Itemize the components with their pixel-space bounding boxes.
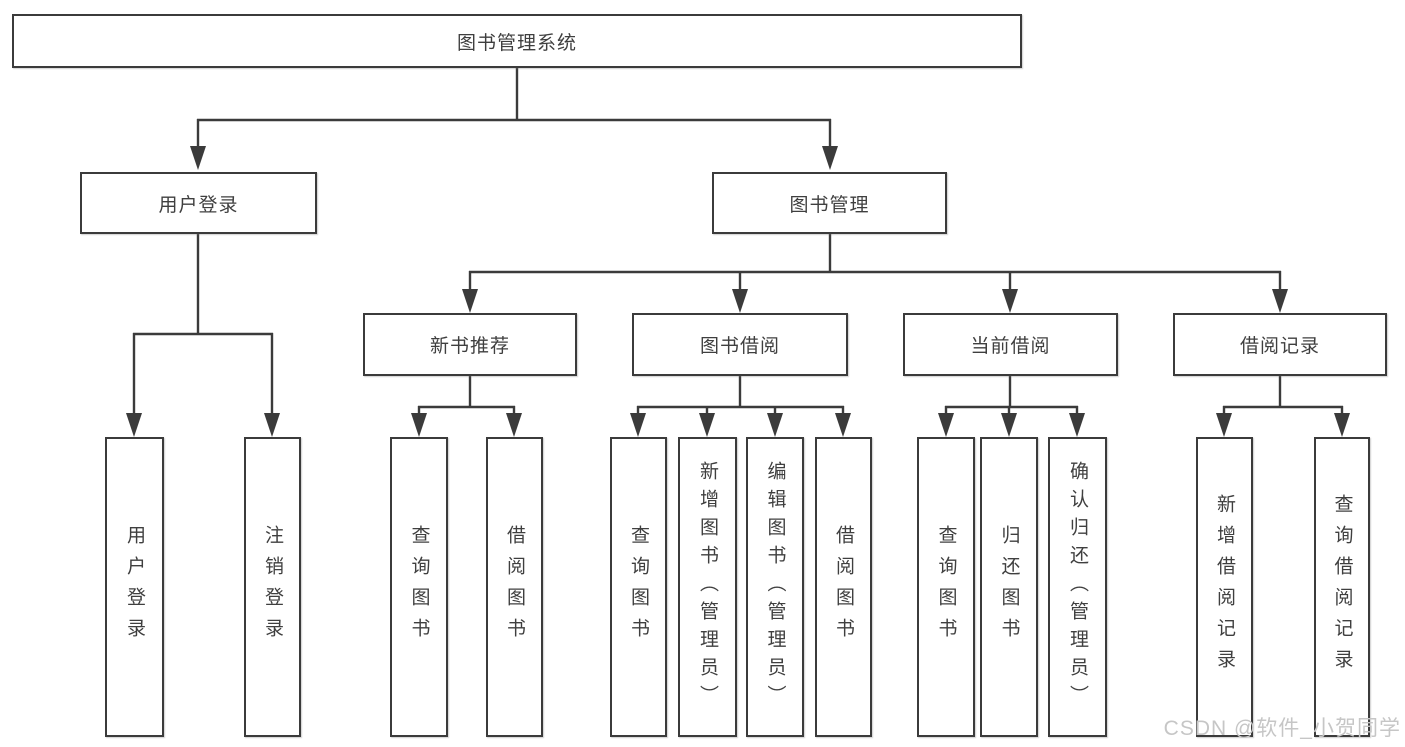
leaf-borrow-borrow-books-label: 借阅图书: [833, 525, 854, 649]
branch-book-borrowing: [630, 376, 851, 437]
leaf-records-query-record: 查询借阅记录: [1314, 437, 1370, 737]
leaf-current-query-books: 查询图书: [917, 437, 975, 737]
leaf-current-return-books: 归还图书: [980, 437, 1038, 737]
node-book-management-label: 图书管理: [789, 194, 870, 216]
leaf-current-confirm-return-admin: 确认归还（管理员）: [1048, 437, 1107, 737]
leaf-current-return-books-label: 归还图书: [998, 525, 1020, 649]
csdn-watermark: CSDN @软件_小贺同学: [1163, 717, 1401, 740]
leaf-current-query-books-label: 查询图书: [935, 525, 957, 649]
leaf-borrow-add-books-admin-label: 新增图书（管理员）: [697, 461, 718, 713]
leaf-logout-label: 注销登录: [262, 525, 283, 649]
leaf-recommend-borrow-books-label: 借阅图书: [504, 525, 525, 649]
branch-book-management: [462, 234, 1288, 313]
branch-user-login: [126, 234, 280, 437]
node-current-borrowing: 当前借阅: [903, 313, 1118, 376]
leaf-records-query-record-label: 查询借阅记录: [1331, 494, 1353, 680]
node-book-borrowing-label: 图书借阅: [699, 336, 780, 357]
node-root-system: 图书管理系统: [12, 14, 1022, 68]
branch-borrowing-records: [1216, 376, 1350, 437]
node-root-label: 图书管理系统: [456, 32, 577, 54]
leaf-recommend-query-books-label: 查询图书: [408, 525, 430, 649]
leaf-borrow-edit-books-admin: 编辑图书（管理员）: [746, 437, 804, 737]
leaf-borrow-edit-books-admin-label: 编辑图书（管理员）: [764, 461, 786, 713]
branch-new-book-recommend: [411, 376, 522, 437]
node-borrowing-records: 借阅记录: [1173, 313, 1387, 376]
leaf-recommend-query-books: 查询图书: [390, 437, 448, 737]
node-user-login: 用户登录: [80, 172, 317, 234]
node-current-borrowing-label: 当前借阅: [970, 336, 1051, 357]
node-new-book-recommend-label: 新书推荐: [429, 336, 510, 357]
node-borrowing-records-label: 借阅记录: [1239, 336, 1320, 357]
leaf-records-add-record-label: 新增借阅记录: [1214, 494, 1235, 680]
leaf-borrow-query-books: 查询图书: [610, 437, 667, 737]
leaf-user-login-label: 用户登录: [124, 525, 145, 649]
leaf-records-add-record: 新增借阅记录: [1196, 437, 1253, 737]
node-book-borrowing: 图书借阅: [632, 313, 848, 376]
leaf-user-login: 用户登录: [105, 437, 164, 737]
branch-root: [190, 68, 838, 170]
leaf-borrow-query-books-label: 查询图书: [628, 525, 649, 649]
leaf-borrow-borrow-books: 借阅图书: [815, 437, 872, 737]
node-new-book-recommend: 新书推荐: [363, 313, 577, 376]
leaf-logout: 注销登录: [244, 437, 301, 737]
node-book-management: 图书管理: [712, 172, 947, 234]
leaf-recommend-borrow-books: 借阅图书: [486, 437, 543, 737]
leaf-borrow-add-books-admin: 新增图书（管理员）: [678, 437, 737, 737]
branch-current-borrowing: [938, 376, 1085, 437]
node-user-login-label: 用户登录: [158, 194, 239, 216]
leaf-current-confirm-return-admin-label: 确认归还（管理员）: [1067, 461, 1088, 713]
